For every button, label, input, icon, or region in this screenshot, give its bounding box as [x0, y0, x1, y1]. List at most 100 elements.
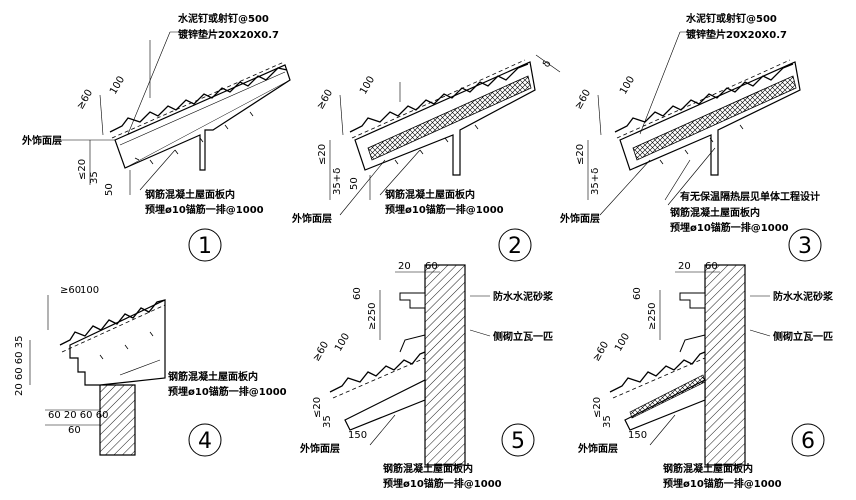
rc-slab-note: 钢筋混凝土屋面板内 [670, 206, 760, 219]
dim-100: 100 [358, 74, 377, 96]
roof-tiles [614, 63, 794, 133]
anchor-note: 预埋ø10锚筋一排@1000 [385, 203, 504, 216]
detail-number-circle [188, 423, 222, 457]
detail-number: 6 [801, 429, 815, 454]
mortar-note: 防水水泥砂浆 [773, 290, 834, 303]
insulation-layer [629, 374, 706, 419]
detail-1: 水泥钉或射钉@500 镀锌垫片20X20X0.7 外饰面层 钢筋混凝土屋面板内 … [21, 12, 291, 262]
anchor-note: 预埋ø10锚筋一排@1000 [663, 477, 782, 490]
rc-slab-note: 钢筋混凝土屋面板内 [145, 188, 235, 201]
dim-le20: ≤20 [77, 159, 88, 180]
dim-35: 35 [602, 415, 613, 428]
dim-ge250: ≥250 [647, 303, 658, 330]
dim-35-delta: 35+δ [332, 168, 343, 195]
mortar-note: 防水水泥砂浆 [493, 290, 554, 303]
roof-slab [344, 379, 426, 431]
dim-le20: ≤20 [592, 397, 603, 418]
dim-bottom-stack: 60 20 60 60 [48, 410, 108, 421]
flashing-note: 侧砌立瓦一匹 [773, 330, 833, 343]
detail-number: 4 [198, 429, 212, 454]
insulation-layer [632, 75, 797, 161]
rc-slab-note: 钢筋混凝土屋面板内 [663, 462, 753, 475]
dim-60-vert: 60 [352, 287, 363, 300]
wall [424, 264, 466, 466]
dim-100: 100 [618, 74, 637, 96]
detail-2: ≥60 100 δ ≤20 35+δ 50 外饰面层 钢筋混凝土屋面板内 预埋ø… [291, 54, 561, 262]
dim-le20: ≤20 [575, 144, 586, 165]
exterior-note: 外饰面层 [21, 134, 62, 147]
dim-20: 20 [678, 261, 691, 272]
dim-le20: ≤20 [317, 144, 328, 165]
flashing [679, 292, 706, 309]
dim-35-delta: 35+δ [590, 168, 601, 195]
detail-number: 5 [511, 429, 525, 454]
detail-number: 1 [198, 234, 212, 259]
cornice-slab [69, 299, 166, 386]
roof-tiles [609, 351, 706, 393]
dim-60-vert: 60 [632, 287, 643, 300]
dim-ge60: ≥60 [75, 88, 95, 112]
insulation-layer [367, 75, 532, 161]
dim-base: 60 [68, 425, 81, 436]
dim-60: 60 [705, 261, 718, 272]
wall [99, 384, 136, 456]
detail-4: ≥60 100 20 60 60 35 60 20 60 60 60 钢筋混凝土… [14, 285, 287, 457]
nail-note: 水泥钉或射钉@500 [177, 12, 269, 25]
exterior-note: 外饰面层 [577, 442, 618, 455]
detail-number-circle [788, 228, 822, 262]
rc-slab-note: 钢筋混凝土屋面板内 [385, 188, 475, 201]
detail-3: 水泥钉或射钉@500 镀锌垫片20X20X0.7 ≥60 100 ≤20 35+… [559, 12, 822, 262]
rc-slab-note: 钢筋混凝土屋面板内 [383, 462, 473, 475]
dim-ge60: ≥60 [573, 88, 593, 112]
nail-note: 水泥钉或射钉@500 [685, 12, 777, 25]
wall [704, 264, 746, 466]
dim-ge250: ≥250 [367, 303, 378, 330]
roof-slab [114, 64, 291, 171]
anchor-note: 预埋ø10锚筋一排@1000 [145, 203, 264, 216]
detail-number-circle [791, 423, 825, 457]
dim-150: 150 [348, 430, 367, 441]
exterior-note: 外饰面层 [299, 442, 340, 455]
dim-left-stack: 20 60 60 35 [14, 336, 25, 396]
dim-delta: δ [541, 59, 554, 70]
nail-leader [639, 31, 681, 135]
detail-5: 20 60 ≥250 60 ≥60 100 ≤20 35 150 防水水泥砂浆 … [299, 261, 554, 490]
dim-50: 50 [104, 183, 115, 196]
insulation-note: 有无保温隔热层见单体工程设计 [680, 190, 820, 203]
dim-ge60: ≥60 [311, 340, 331, 364]
exterior-note: 外饰面层 [291, 212, 332, 225]
dim-35: 35 [322, 415, 333, 428]
nail-leader [127, 31, 171, 135]
dim-20: 20 [398, 261, 411, 272]
dim-100: 100 [80, 285, 99, 296]
dim-150: 150 [628, 430, 647, 441]
anchor-note: 预埋ø10锚筋一排@1000 [383, 477, 502, 490]
detail-number-circle [498, 228, 532, 262]
dim-ge60: ≥60 [60, 285, 81, 296]
dim-le20: ≤20 [312, 397, 323, 418]
dim-50: 50 [349, 177, 360, 190]
exterior-note: 外饰面层 [559, 212, 600, 225]
pad-note: 镀锌垫片20X20X0.7 [178, 28, 279, 41]
roof-tiles [109, 67, 288, 133]
dim-100: 100 [613, 331, 632, 353]
flashing-note: 侧砌立瓦一匹 [493, 330, 553, 343]
dim-35: 35 [89, 171, 100, 184]
dim-100: 100 [333, 331, 352, 353]
pad-note: 镀锌垫片20X20X0.7 [686, 28, 787, 41]
detail-number: 2 [508, 234, 522, 259]
detail-6: 20 60 ≥250 60 ≥60 100 ≤20 35 150 防水水泥砂浆 … [577, 261, 834, 490]
dim-60: 60 [425, 261, 438, 272]
rc-slab-note: 钢筋混凝土屋面板内 [168, 370, 258, 383]
roof-tiles [59, 299, 166, 346]
detail-number-circle [188, 228, 222, 262]
roof-tiles [329, 351, 426, 393]
anchor-note: 预埋ø10锚筋一排@1000 [670, 221, 789, 234]
anchor-note: 预埋ø10锚筋一排@1000 [168, 385, 287, 398]
dim-ge60: ≥60 [591, 340, 611, 364]
roof-tiles [349, 63, 529, 133]
dim-100: 100 [108, 74, 127, 96]
detail-number: 3 [798, 234, 812, 259]
flashing [399, 292, 426, 309]
